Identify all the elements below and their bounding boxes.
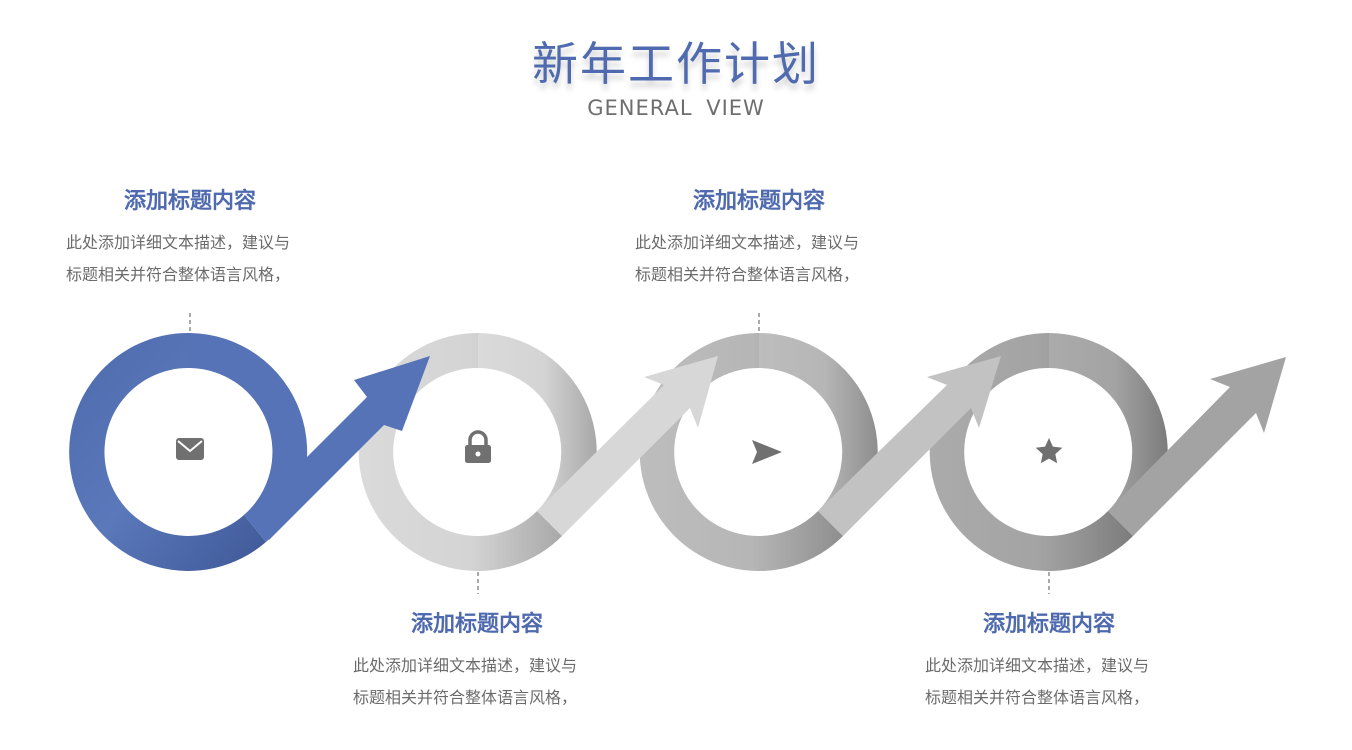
- step-1-title: 添加标题内容: [123, 189, 256, 214]
- step-4-arrow: [1108, 357, 1286, 536]
- step-1-line-1: 此处添加详细文本描述，建议与: [66, 233, 291, 252]
- step-1-arrow: [244, 356, 430, 540]
- envelope-icon: [176, 438, 204, 460]
- step-2-title: 添加标题内容: [410, 612, 543, 637]
- step-3-line-2: 标题相关并符合整体语言风格，: [635, 265, 860, 284]
- step-2-arrow: [537, 356, 718, 536]
- step-2-line-1: 此处添加详细文本描述，建议与: [353, 656, 578, 675]
- lock-icon: [465, 430, 491, 463]
- step-4-caption: 添加标题内容 此处添加详细文本描述，建议与 标题相关并符合整体语言风格，: [919, 610, 1179, 714]
- step-4-description: 此处添加详细文本描述，建议与 标题相关并符合整体语言风格，: [919, 650, 1179, 714]
- step-1-caption: 添加标题内容 此处添加详细文本描述，建议与 标题相关并符合整体语言风格，: [60, 187, 320, 291]
- step-3-line-1: 此处添加详细文本描述，建议与: [635, 233, 860, 252]
- paper-plane-icon: [752, 440, 782, 464]
- step-1-line-2: 标题相关并符合整体语言风格，: [66, 265, 291, 284]
- step-4-line-1: 此处添加详细文本描述，建议与: [925, 656, 1150, 675]
- step-2-line-2: 标题相关并符合整体语言风格，: [353, 688, 578, 707]
- step-4-line-2: 标题相关并符合整体语言风格，: [925, 688, 1150, 707]
- step-2-caption: 添加标题内容 此处添加详细文本描述，建议与 标题相关并符合整体语言风格，: [347, 610, 607, 714]
- step-3-description: 此处添加详细文本描述，建议与 标题相关并符合整体语言风格，: [629, 227, 889, 291]
- step-3-title: 添加标题内容: [692, 189, 825, 214]
- step-1-description: 此处添加详细文本描述，建议与 标题相关并符合整体语言风格，: [60, 227, 320, 291]
- step-4-title: 添加标题内容: [982, 612, 1115, 637]
- star-icon: [1035, 438, 1063, 464]
- page-subtitle: GENERAL VIEW: [587, 96, 765, 120]
- page-title: 新年工作计划: [532, 37, 820, 91]
- step-3-arrow: [818, 356, 1001, 536]
- step-2-description: 此处添加详细文本描述，建议与 标题相关并符合整体语言风格，: [347, 650, 607, 714]
- step-3-caption: 添加标题内容 此处添加详细文本描述，建议与 标题相关并符合整体语言风格，: [629, 187, 889, 291]
